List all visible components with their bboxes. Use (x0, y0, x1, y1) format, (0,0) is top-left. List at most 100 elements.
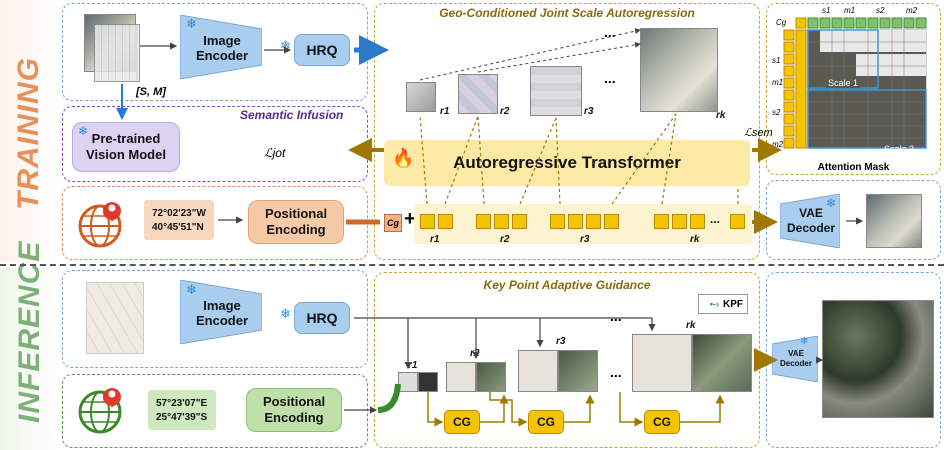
infer-coords-bubble (148, 390, 216, 430)
infer-scale-3-map (518, 350, 558, 392)
token-label-r3: r3 (580, 234, 590, 245)
attn-cg-label: Cg (776, 18, 787, 27)
train-scale-tile-2 (458, 74, 498, 114)
token-r2 (494, 214, 509, 229)
train-image-encoder-label: Image Encoder (195, 33, 248, 63)
attention-mask-panel (766, 3, 941, 175)
sm-label: [S, M] (136, 86, 166, 98)
training-sidebar (0, 0, 58, 262)
train-scale-tile-1 (406, 82, 436, 112)
train-vae-snowflake: ❄ (826, 196, 837, 210)
kpf-legend: •-› KPF (698, 294, 748, 314)
token-r2 (512, 214, 527, 229)
kpag-title: Key Point Adaptive Guidance (483, 278, 651, 292)
attn-row-s2: s2 (772, 108, 781, 117)
inference-sidebar (0, 268, 58, 450)
plus-icon: + (404, 208, 416, 230)
train-vae-decoder (780, 194, 840, 248)
infer-top-ellipsis: ... (610, 308, 622, 324)
section-divider (0, 264, 944, 266)
token-ellipsis: ... (710, 212, 721, 226)
attn-row-m1: m1 (772, 78, 784, 87)
train-tiles-ellipsis: ... (604, 70, 616, 86)
train-globe-icon (78, 202, 122, 248)
cg-block-1: CG (444, 410, 480, 434)
attention-mask-title: Attention Mask (817, 162, 890, 173)
loss-jot-label: ℒjot (264, 146, 286, 160)
token-rk (730, 214, 745, 229)
infer-tiles-ellipsis: ... (610, 364, 622, 380)
infer-coord-lon: 57°23'07"E (156, 398, 208, 409)
train-input-map-overlay (94, 24, 140, 82)
fire-icon: 🔥 (392, 148, 415, 168)
autoregressive-transformer: Autoregressive Transformer (384, 140, 750, 186)
train-coords-bubble (144, 200, 214, 240)
train-positional-label: Positional Encoding (264, 206, 328, 237)
infer-positional-panel (62, 374, 368, 448)
cg-token: Cg (384, 214, 402, 232)
train-hrq-box: HRQ (294, 34, 350, 66)
loss-sem-label: ℒsem (744, 127, 773, 139)
pretrained-snowflake: ❄ (78, 124, 89, 138)
infer-input-map (86, 282, 144, 354)
train-r3-label: r3 (584, 106, 594, 117)
pretrained-model-label: Pre-trained Vision Model (86, 131, 166, 162)
token-r1 (420, 214, 435, 229)
infer-hrq-snowflake: ❄ (280, 306, 291, 321)
train-hrq-snowflake: ❄ (280, 38, 291, 53)
infer-scale-k-map (632, 334, 692, 392)
infer-hrq-label: HRQ (306, 310, 338, 326)
kpf-arrow-icon: •-› (709, 299, 719, 309)
token-r3 (586, 214, 601, 229)
cg-token-label: Cg (387, 218, 399, 228)
token-r1 (438, 214, 453, 229)
train-scale-tile-3 (530, 66, 582, 116)
infer-scale-1-map (398, 372, 418, 392)
infer-positional-label: Positional Encoding (262, 394, 326, 425)
infer-vae-output (822, 300, 934, 418)
train-r2-label: r2 (500, 106, 510, 117)
token-label-rk: rk (690, 234, 700, 245)
infer-positional-encoding: Positional Encoding (246, 388, 342, 432)
infer-image-encoder (180, 280, 262, 344)
train-positional-encoding: Positional Encoding (248, 200, 344, 244)
token-label-r1: r1 (430, 234, 440, 245)
infer-vae-decoder (772, 336, 818, 382)
infer-scale-k-sat (692, 334, 752, 392)
infer-vae-label: VAE Decoder (779, 349, 812, 368)
cg-block-1-label: CG (453, 415, 471, 429)
attn-col-s2: s2 (876, 6, 885, 15)
train-top-ellipsis: ... (604, 24, 616, 40)
token-r2 (476, 214, 491, 229)
infer-r3-label: r3 (556, 336, 566, 347)
token-r3 (604, 214, 619, 229)
attn-scale2-label: Scale 2 (884, 144, 915, 154)
token-rk (654, 214, 669, 229)
attn-col-m2: m2 (906, 6, 918, 15)
infer-encoder-snowflake: ❄ (186, 282, 197, 297)
geo-title: Geo-Conditioned Joint Scale Autoregressi… (439, 6, 695, 20)
train-hrq-label: HRQ (306, 42, 338, 58)
cg-block-3-label: CG (653, 415, 671, 429)
attention-mask-grid (783, 17, 927, 149)
infer-rk-label: rk (686, 320, 696, 331)
train-coord-lat: 40°45'51"N (152, 222, 204, 233)
token-label-r2: r2 (500, 234, 510, 245)
kpf-label: KPF (723, 298, 743, 310)
attn-scale1-label: Scale 1 (826, 78, 861, 88)
infer-scale-1-sat (418, 372, 438, 392)
token-r3 (568, 214, 583, 229)
train-vae-output (866, 194, 922, 248)
infer-coord-lat: 25°47'39"S (156, 412, 208, 423)
cg-block-2: CG (528, 410, 564, 434)
infer-scale-2-map (446, 362, 476, 392)
infer-r1-label: r1 (408, 360, 418, 371)
train-coord-lon: 72°02'23"W (152, 208, 206, 219)
cg-block-2-label: CG (537, 415, 555, 429)
infer-vae-snowflake: ❄ (800, 336, 809, 347)
infer-scale-3-sat (558, 350, 598, 392)
train-encoder-snowflake: ❄ (186, 16, 197, 31)
infer-globe-icon (78, 388, 122, 434)
token-rk (690, 214, 705, 229)
